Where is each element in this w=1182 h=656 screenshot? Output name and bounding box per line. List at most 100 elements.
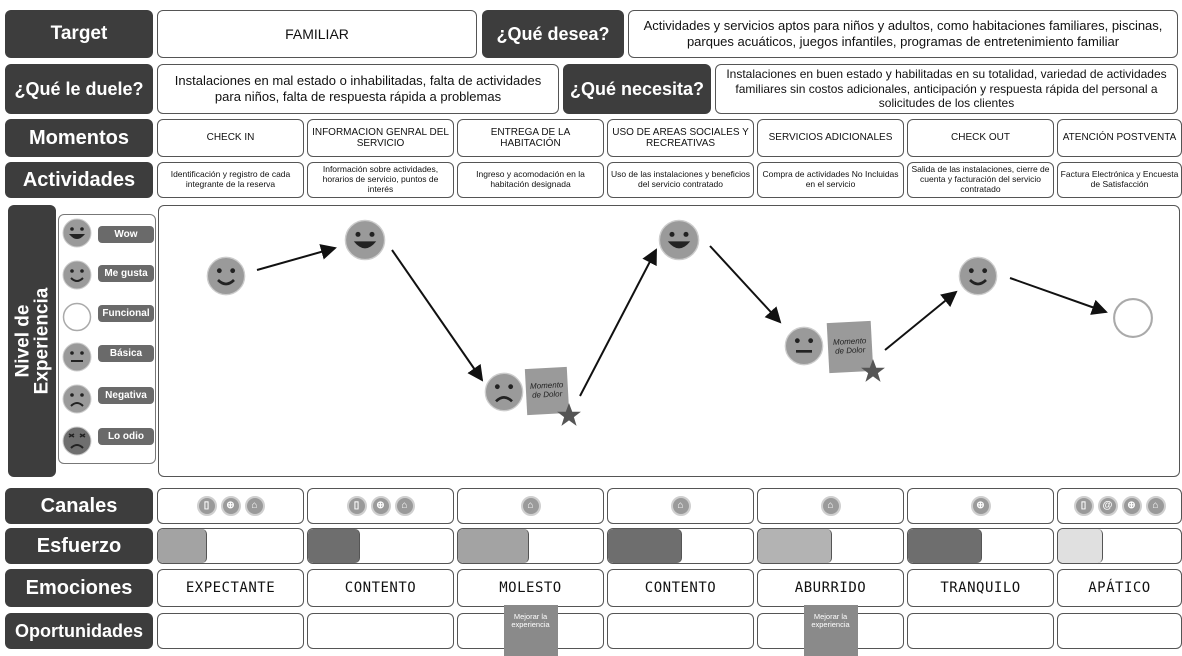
- emotion-cell: CONTENTO: [307, 569, 454, 607]
- necesita-value: Instalaciones en buen estado y habilitad…: [715, 64, 1178, 114]
- globe-icon: ⊕: [1121, 496, 1142, 516]
- legend-label: Lo odio: [98, 428, 154, 445]
- globe-icon: ⊕: [970, 496, 991, 516]
- legend-item: [62, 218, 92, 253]
- store-icon: ⌂: [520, 496, 541, 516]
- momento-cell: INFORMACION GENRAL DEL SERVICIO: [307, 119, 454, 157]
- esfuerzo-label: Esfuerzo: [5, 528, 153, 564]
- opportunity-cell: [157, 613, 304, 649]
- necesita-label: ¿Qué necesita?: [563, 64, 711, 114]
- actividad-cell: Identificación y registro de cada integr…: [157, 162, 304, 198]
- emotion-cell: CONTENTO: [607, 569, 754, 607]
- empty-circle-icon: [1113, 298, 1153, 338]
- momento-cell: ENTREGA DE LA HABITACIÓN: [457, 119, 604, 157]
- canales-label: Canales: [5, 488, 153, 524]
- sad-face-icon: [484, 372, 524, 412]
- emotion-cell: MOLESTO: [457, 569, 604, 607]
- opportunity-cell: [307, 613, 454, 649]
- opportunity-tag: Mejorar la experiencia: [803, 605, 858, 656]
- effort-bar: [1057, 528, 1182, 564]
- actividad-cell: Información sobre actividades, horarios …: [307, 162, 454, 198]
- wow-face-icon: [658, 219, 700, 261]
- store-icon: ⌂: [244, 496, 265, 516]
- actividad-cell: Compra de actividades No Incluidas en el…: [757, 162, 904, 198]
- actividad-cell: Uso de las instalaciones y beneficios de…: [607, 162, 754, 198]
- emotion-cell: TRANQUILO: [907, 569, 1054, 607]
- effort-bar: [307, 528, 454, 564]
- experience-panel: [158, 205, 1180, 477]
- actividad-cell: Salida de las instalaciones, cierre de c…: [907, 162, 1054, 198]
- smile-face-icon: [958, 256, 998, 296]
- globe-icon: ⊕: [220, 496, 241, 516]
- wow-face-icon: [62, 218, 92, 248]
- store-icon: ⌂: [394, 496, 415, 516]
- channels-cell: ▯⊕⌂: [157, 488, 304, 524]
- momento-cell: CHECK OUT: [907, 119, 1054, 157]
- smile-face-icon: [206, 256, 246, 296]
- channels-cell: ⌂: [457, 488, 604, 524]
- wow-face-icon: [344, 219, 386, 261]
- legend-label: Wow: [98, 226, 154, 243]
- channels-cell: ⌂: [607, 488, 754, 524]
- channels-cell: ▯⊕⌂: [307, 488, 454, 524]
- effort-bar: [607, 528, 754, 564]
- momento-cell: ATENCIÓN POSTVENTA: [1057, 119, 1182, 157]
- store-icon: ⌂: [1145, 496, 1166, 516]
- desea-label: ¿Qué desea?: [482, 10, 624, 58]
- legend-label: Funcional: [98, 305, 154, 322]
- smile-face-icon: [62, 260, 92, 290]
- channels-cell: ⌂: [757, 488, 904, 524]
- effort-bar: [907, 528, 1054, 564]
- nivel-experiencia-label: Nivel de Experiencia: [8, 205, 56, 477]
- star-icon: [557, 403, 581, 426]
- momentos-label: Momentos: [5, 119, 153, 157]
- neutral-face-icon: [784, 326, 824, 366]
- momento-cell: USO DE AREAS SOCIALES Y RECREATIVAS: [607, 119, 754, 157]
- opportunity-cell: [607, 613, 754, 649]
- momento-cell: SERVICIOS ADICIONALES: [757, 119, 904, 157]
- effort-fill: [608, 529, 682, 563]
- effort-fill: [458, 529, 529, 563]
- opportunity-tag: Mejorar la experiencia: [503, 605, 558, 656]
- effort-bar: [457, 528, 604, 564]
- effort-bar: [157, 528, 304, 564]
- channels-cell: ⊕: [907, 488, 1054, 524]
- emotion-cell: APÁTICO: [1057, 569, 1182, 607]
- opportunity-cell: [1057, 613, 1182, 649]
- momento-cell: CHECK IN: [157, 119, 304, 157]
- effort-fill: [908, 529, 982, 563]
- legend-label: Negativa: [98, 387, 154, 404]
- target-value: FAMILIAR: [157, 10, 477, 58]
- legend-label: Me gusta: [98, 265, 154, 282]
- actividad-cell: Ingreso y acomodación en la habitación d…: [457, 162, 604, 198]
- actividad-cell: Factura Electrónica y Encuesta de Satisf…: [1057, 162, 1182, 198]
- effort-fill: [158, 529, 207, 563]
- legend-label: Básica: [98, 345, 154, 362]
- effort-fill: [758, 529, 832, 563]
- store-icon: ⌂: [670, 496, 691, 516]
- effort-fill: [308, 529, 360, 563]
- experience-legend: Wow Me gusta Funcional Básica Negativa L…: [58, 218, 158, 462]
- desea-value: Actividades y servicios aptos para niños…: [628, 10, 1178, 58]
- phone-icon: ▯: [196, 496, 217, 516]
- effort-bar: [757, 528, 904, 564]
- phone-icon: ▯: [1073, 496, 1094, 516]
- neutral-face-icon: [62, 342, 92, 372]
- duele-label: ¿Qué le duele?: [5, 64, 153, 114]
- effort-fill: [1058, 529, 1104, 563]
- phone-icon: ▯: [346, 496, 367, 516]
- emociones-label: Emociones: [5, 569, 153, 607]
- globe-icon: ⊕: [370, 496, 391, 516]
- store-icon: ⌂: [820, 496, 841, 516]
- actividades-label: Actividades: [5, 162, 153, 198]
- emotion-cell: ABURRIDO: [757, 569, 904, 607]
- channels-cell: ▯@⊕⌂: [1057, 488, 1182, 524]
- target-label: Target: [5, 10, 153, 58]
- empty-circle-icon: [62, 302, 92, 332]
- star-icon: [861, 359, 885, 382]
- angry-face-icon: [62, 426, 92, 456]
- oportunidades-label: Oportunidades: [5, 613, 153, 649]
- opportunity-cell: [907, 613, 1054, 649]
- email-icon: @: [1097, 496, 1118, 516]
